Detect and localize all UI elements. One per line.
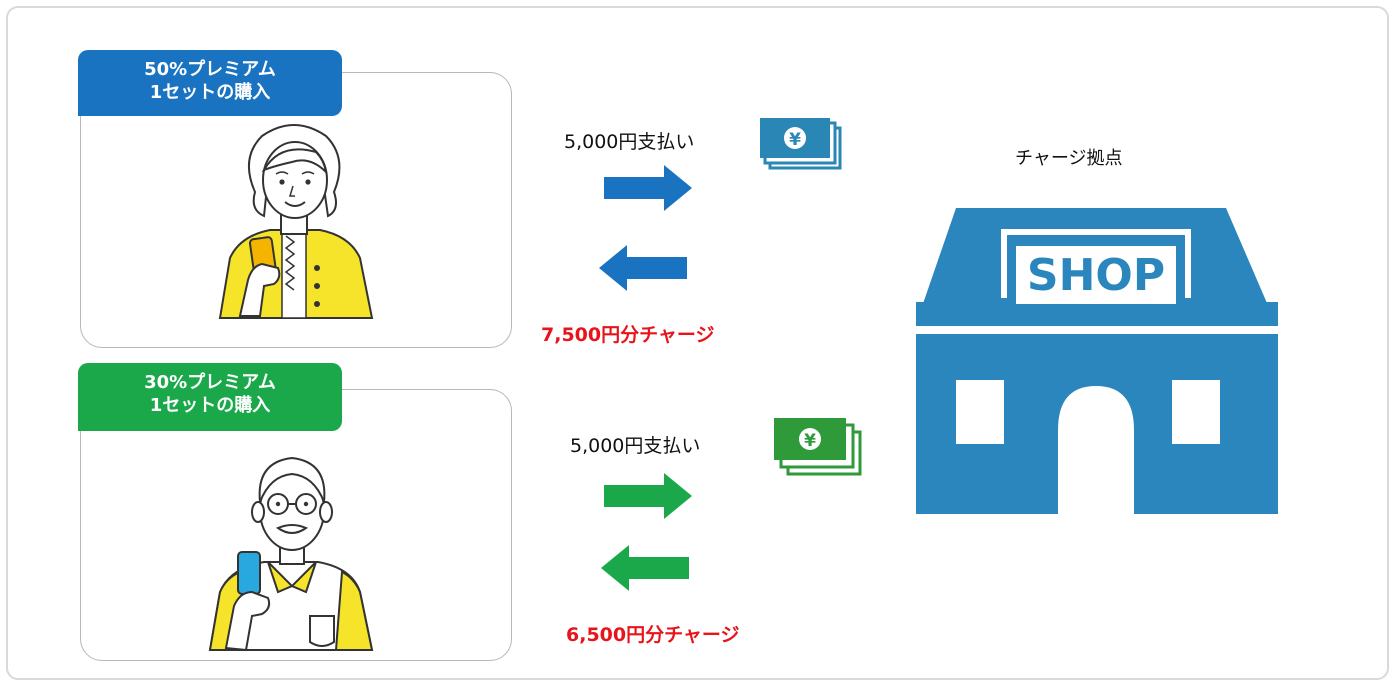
money-icon-top: ¥ — [760, 118, 842, 170]
arrow-right-bottom — [604, 473, 692, 519]
money-icon-bottom: ¥ — [774, 418, 862, 476]
tag-line2: 1セットの購入 — [149, 395, 271, 416]
shop-sign-text: SHOP — [1027, 250, 1165, 301]
tag-line2: 1セットの購入 — [149, 82, 271, 103]
shop-caption: チャージ拠点 — [1015, 148, 1123, 169]
tag-line1: 30%プレミアム — [144, 372, 276, 393]
premium-tag-30: 30%プレミアム 1セットの購入 — [78, 363, 342, 431]
woman-illustration — [218, 124, 374, 319]
shop-icon: SHOP — [916, 208, 1278, 514]
yen-symbol: ¥ — [804, 431, 816, 451]
arrow-right-top — [604, 165, 692, 211]
charge-label-top: 7,500円分チャージ — [541, 324, 715, 346]
payment-label-bottom: 5,000円支払い — [570, 435, 701, 457]
payment-label-top: 5,000円支払い — [564, 131, 695, 153]
arrow-left-top — [599, 245, 687, 291]
man-illustration — [208, 456, 374, 652]
yen-symbol: ¥ — [789, 130, 801, 150]
arrow-left-bottom — [601, 545, 689, 591]
premium-tag-50: 50%プレミアム 1セットの購入 — [78, 50, 342, 116]
tag-line1: 50%プレミアム — [144, 59, 276, 80]
charge-label-bottom: 6,500円分チャージ — [566, 624, 740, 646]
